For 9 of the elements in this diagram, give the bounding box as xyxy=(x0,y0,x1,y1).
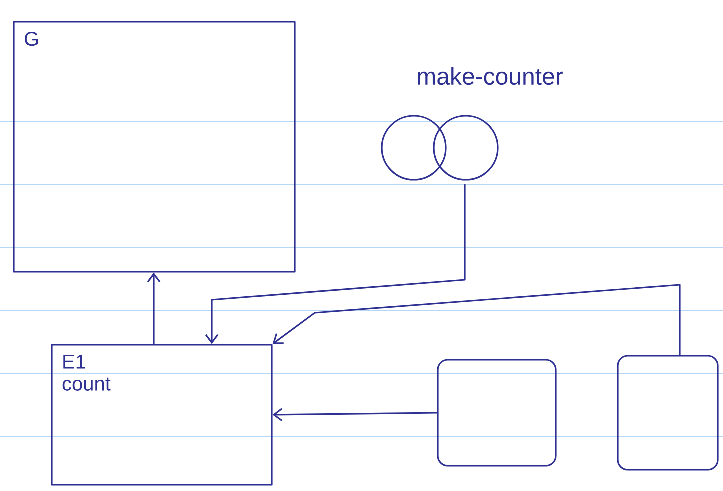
frame-box: G xyxy=(13,21,296,273)
frame-box: E1 count xyxy=(51,344,273,486)
arrow xyxy=(205,184,466,344)
value-box xyxy=(617,355,719,471)
arrow xyxy=(147,272,161,345)
value-box xyxy=(437,359,557,467)
arrow xyxy=(272,284,681,356)
arrow xyxy=(272,408,438,422)
procedure-name: make-counter xyxy=(418,67,563,86)
